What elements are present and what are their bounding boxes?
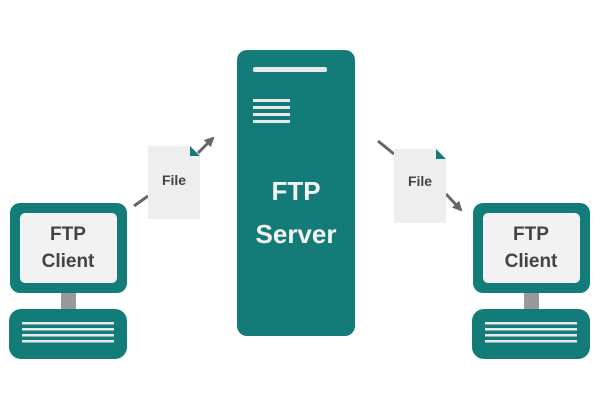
server-label-line2: Server bbox=[256, 219, 337, 249]
client-left-label-line1: FTP bbox=[50, 224, 86, 245]
ftp-client-right: FTP Client bbox=[472, 203, 590, 359]
server-top-slot bbox=[253, 67, 327, 72]
file-left-label: File bbox=[162, 172, 186, 188]
arrow-right-lower bbox=[444, 192, 463, 212]
file-right-page bbox=[394, 149, 446, 223]
client-left-label-line2: Client bbox=[42, 251, 95, 272]
file-left-page bbox=[148, 146, 200, 219]
file-document-right: File bbox=[394, 149, 446, 223]
arrow-right-upper bbox=[377, 139, 395, 156]
arrow-left-lower bbox=[133, 194, 149, 208]
monitor-stand bbox=[61, 293, 76, 309]
monitor-stand bbox=[524, 293, 539, 309]
file-right-corner-fold bbox=[436, 149, 446, 159]
monitor-screen bbox=[20, 213, 117, 283]
keyboard-lines bbox=[485, 322, 577, 343]
transfer-arrow-left bbox=[133, 136, 215, 208]
server-label-line1: FTP bbox=[271, 176, 320, 206]
client-right-label-line1: FTP bbox=[513, 224, 549, 245]
file-left-corner-fold bbox=[190, 146, 200, 156]
monitor-screen bbox=[483, 213, 580, 283]
server-vent-lines bbox=[253, 99, 290, 123]
file-right-label: File bbox=[408, 173, 432, 189]
ftp-server: FTP Server bbox=[237, 50, 355, 336]
ftp-client-left: FTP Client bbox=[9, 203, 127, 359]
transfer-arrow-right bbox=[377, 139, 463, 212]
file-document-left: File bbox=[148, 146, 200, 219]
keyboard-lines bbox=[22, 322, 114, 343]
arrow-left-upper bbox=[196, 136, 215, 155]
client-right-label-line2: Client bbox=[505, 251, 558, 272]
